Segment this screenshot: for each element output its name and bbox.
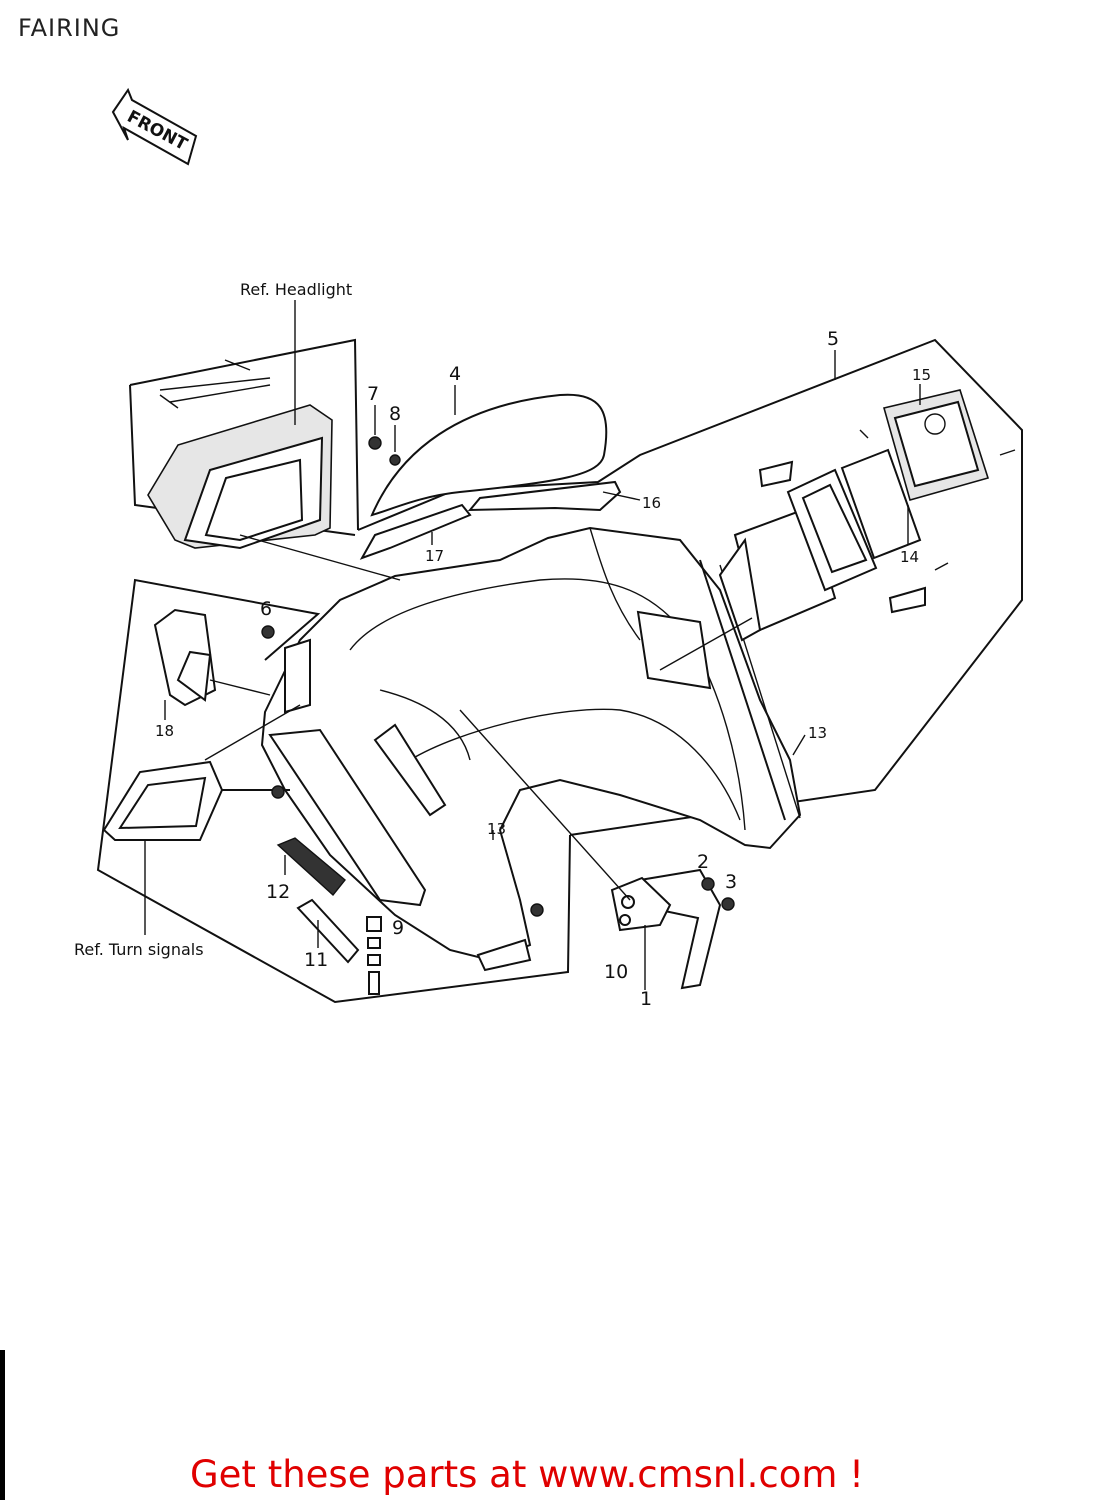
edge-rule xyxy=(0,1350,5,1500)
turn-signal-lens xyxy=(153,608,217,707)
meter-panel-assembly xyxy=(718,389,1016,642)
callout-17: 17 xyxy=(425,547,444,565)
fairing-bracket xyxy=(610,868,735,990)
callout-14: 14 xyxy=(900,548,919,566)
callout-9: 9 xyxy=(392,917,404,939)
callout-labels: Ref. Headlight Ref. Turn signals 1 2 3 4… xyxy=(74,280,931,1010)
headlight-housing xyxy=(147,359,333,550)
callout-2: 2 xyxy=(697,851,709,873)
windscreen xyxy=(370,393,608,517)
footer-parts-link[interactable]: Get these parts at www.cmsnl.com ! xyxy=(190,1453,865,1496)
callout-18: 18 xyxy=(155,722,174,740)
callout-8: 8 xyxy=(389,403,401,425)
callout-11: 11 xyxy=(304,949,328,971)
callout-16: 16 xyxy=(642,494,661,512)
leader-lines xyxy=(144,300,921,990)
callout-12: 12 xyxy=(266,881,290,903)
callout-6: 6 xyxy=(260,598,272,620)
callout-1: 1 xyxy=(640,988,652,1010)
callout-4: 4 xyxy=(449,363,461,385)
mounting-plate xyxy=(296,898,360,964)
ref-headlight-label: Ref. Headlight xyxy=(240,280,352,299)
ref-turn-signals-label: Ref. Turn signals xyxy=(74,940,204,959)
callout-7: 7 xyxy=(367,383,379,405)
callout-13-front: 13 xyxy=(487,820,506,838)
turn-signal-assembly xyxy=(102,760,290,841)
windscreen-trim xyxy=(359,480,622,560)
fairing-decal xyxy=(276,837,346,897)
callout-3: 3 xyxy=(725,871,737,893)
small-hardware xyxy=(261,436,544,917)
callout-5: 5 xyxy=(827,328,839,350)
fairing-body xyxy=(260,526,802,972)
fairing-exploded-diagram: FRONT xyxy=(74,87,1023,1010)
front-arrow-icon: FRONT xyxy=(111,87,198,166)
callout-10: 10 xyxy=(604,961,628,983)
callout-13-side: 13 xyxy=(808,724,827,742)
page-title: FAIRING xyxy=(18,14,121,42)
fastener-stack xyxy=(366,916,382,995)
callout-15: 15 xyxy=(912,366,931,384)
